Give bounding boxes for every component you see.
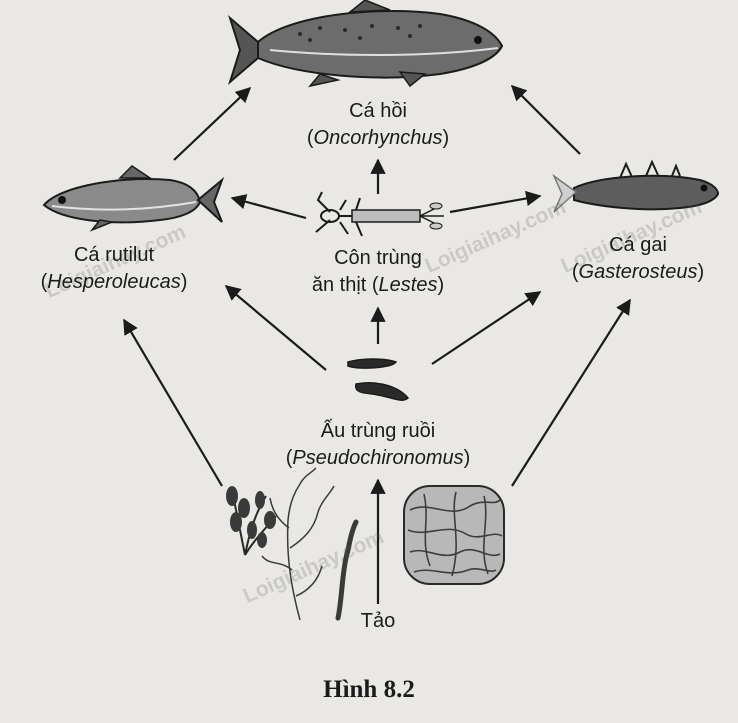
node-larva: Ấu trùng ruồi (Pseudochironomus): [250, 418, 506, 472]
algae-name: Tảo: [360, 610, 396, 632]
node-insect: Côn trùng ăn thịt (Lestes): [270, 245, 486, 299]
arrow-stickleback-to-salmon: [510, 84, 581, 155]
insect-sci-name: Lestes: [378, 274, 438, 296]
arrow-larva-to-stickleback: [431, 291, 542, 365]
node-stickleback: Cá gai (Gasterosteus): [540, 232, 736, 286]
arrow-insect-to-stickleback: [449, 190, 542, 214]
stickleback-sci-name: Gasterosteus: [578, 261, 698, 283]
minnow-fish-icon: [42, 165, 225, 232]
stickleback-fish-icon: [552, 159, 720, 213]
rutilut-name: Cá rutilut: [73, 244, 155, 266]
algae-sample-icon: [403, 485, 505, 585]
damselfly-nymph-icon: [315, 191, 444, 237]
salmon-fish-icon: [228, 0, 504, 88]
arrow-algae-to-stickleback: [511, 298, 631, 487]
rutilut-sci-name: Hesperoleucas: [47, 271, 181, 293]
salmon-sci-name: Oncorhynchus: [313, 127, 443, 149]
arrow-rutilut-to-salmon: [173, 86, 252, 161]
larva-sci-name: Pseudochironomus: [292, 447, 464, 469]
node-salmon: Cá hồi (Oncorhynchus): [280, 98, 476, 152]
node-rutilut: Cá rutilut (Hesperoleucas): [4, 242, 224, 296]
fly-larva-icon: [347, 358, 410, 401]
arrow-algae-to-rutilut: [123, 318, 223, 487]
figure-caption: Hình 8.2: [323, 676, 415, 703]
arrow-larva-to-rutilut: [224, 285, 327, 371]
arrow-insect-to-rutilut: [230, 194, 307, 220]
salmon-name: Cá hồi: [349, 100, 407, 122]
insect-name-line1: Côn trùng: [334, 247, 422, 269]
larva-name: Ấu trùng ruồi: [320, 420, 436, 442]
stickleback-name: Cá gai: [609, 234, 667, 256]
algae-icon: [226, 467, 505, 621]
node-algae: Tảo: [330, 608, 426, 635]
